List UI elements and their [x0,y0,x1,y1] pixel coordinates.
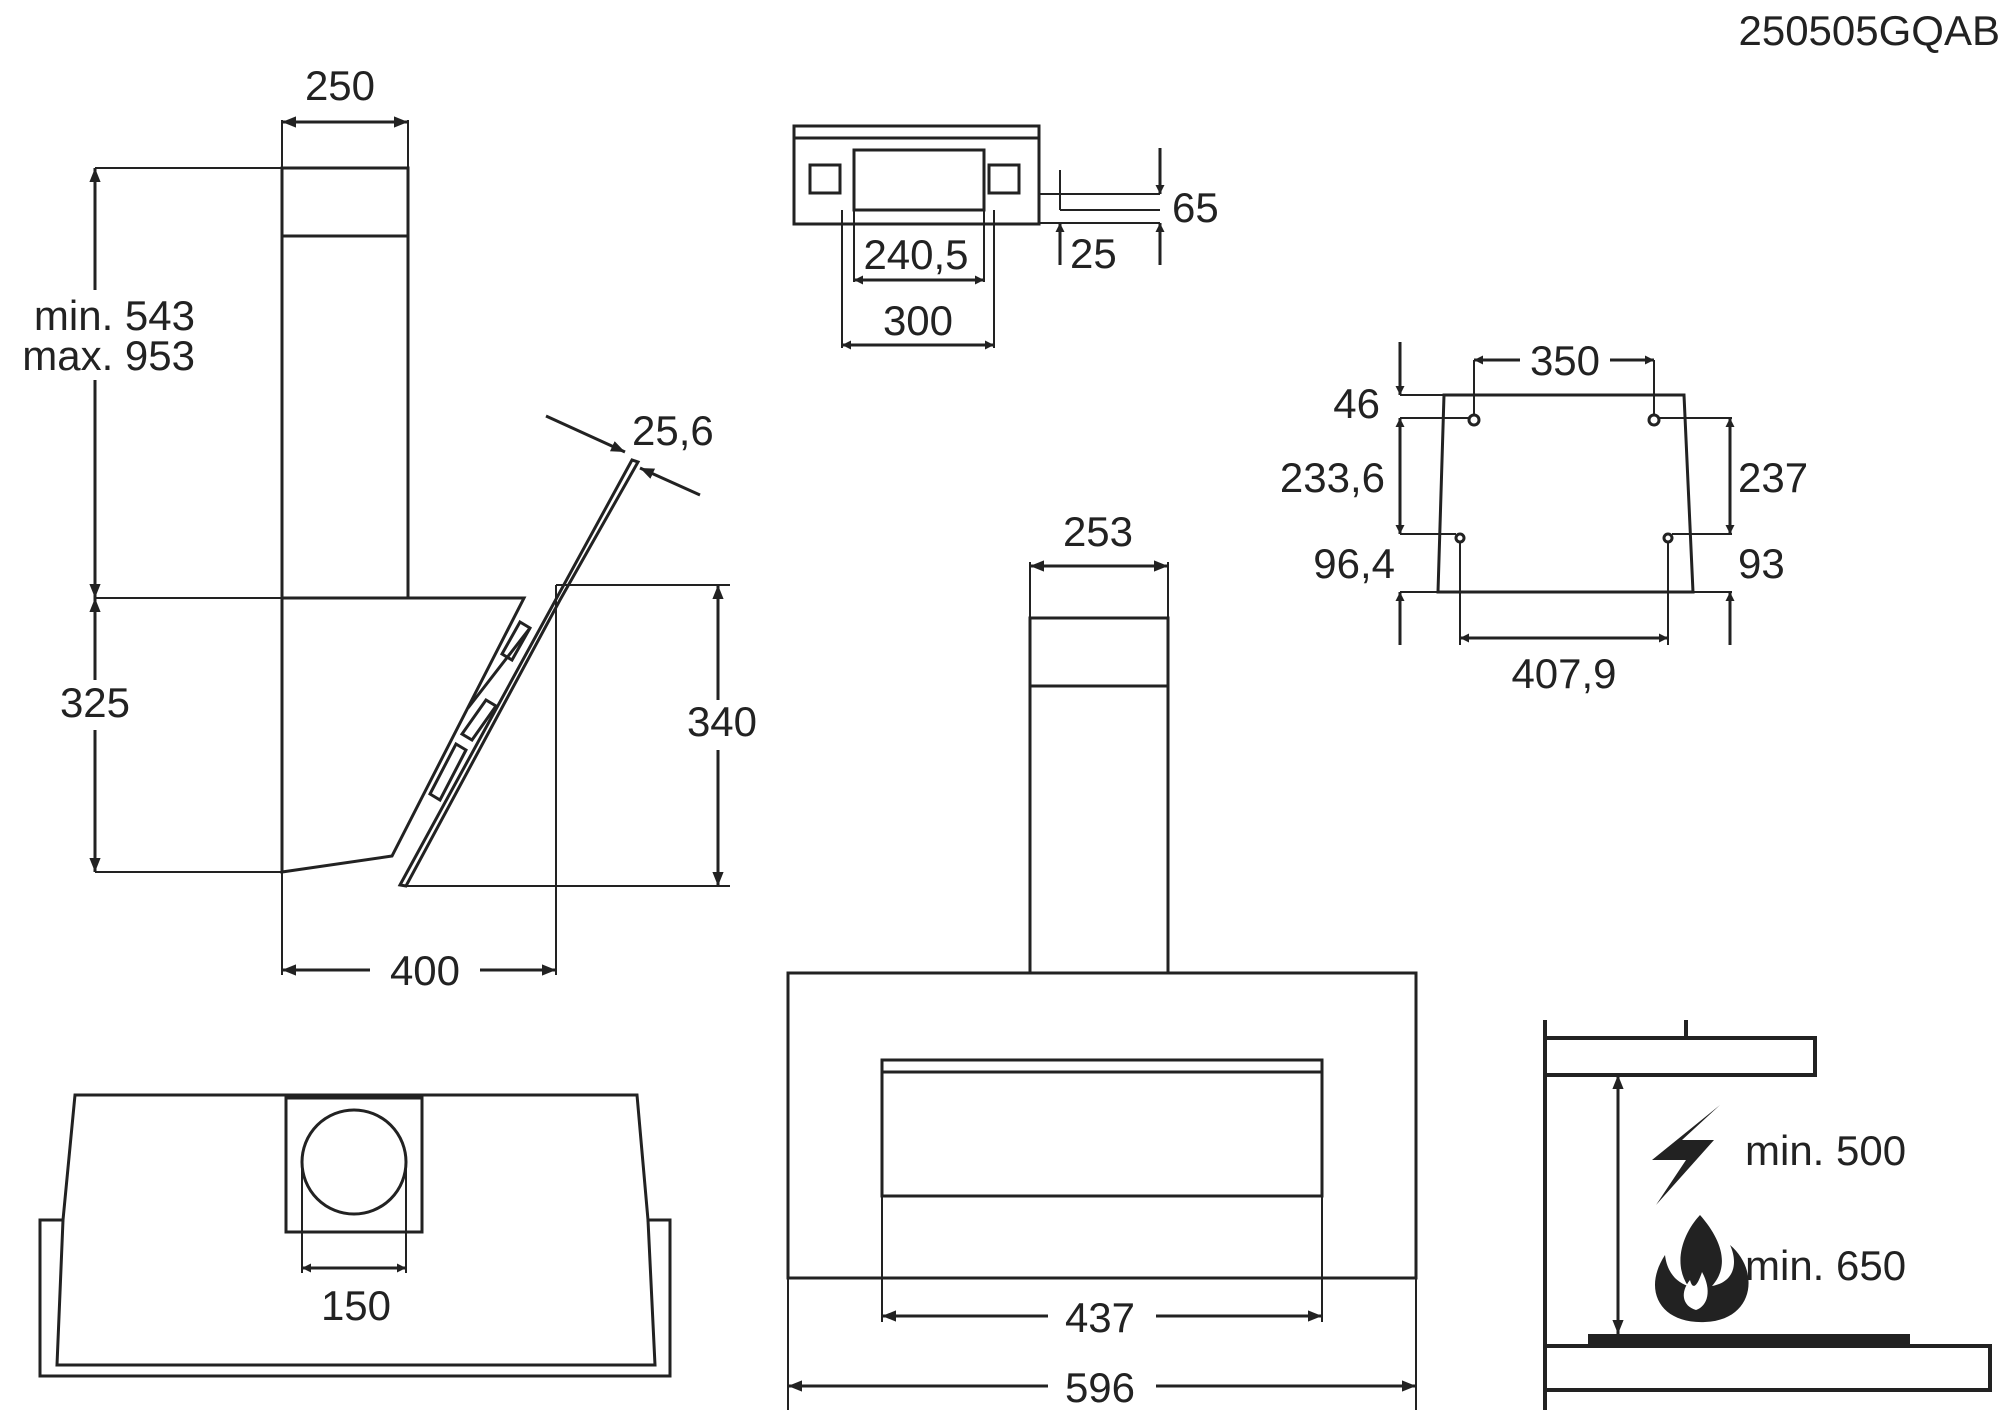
side-chimney-width: 250 [305,62,375,109]
clearance-cooktop [1545,1344,1992,1392]
model-code: 250505GQAB [1738,7,2000,54]
bracket-offset: 25 [1070,230,1117,277]
side-chimney [280,166,410,600]
bracket-height: 65 [1172,184,1219,231]
holes-bottom-spacing: 407,9 [1511,650,1616,697]
outlet-diameter: 150 [321,1282,391,1329]
bracket-inner-width: 240,5 [863,231,968,278]
side-glass-panel [397,458,641,888]
front-hood [786,971,1418,1280]
front-chimney [1028,616,1170,975]
side-glass-height: 340 [687,698,757,745]
side-chimney-max: max. 953 [22,332,195,379]
side-depth: 400 [390,947,460,994]
holes-left-vertical: 233,6 [1280,454,1385,501]
outlet-housing [284,1096,424,1234]
mounting-holes-view: 350 407,9 46 233,6 96,4 237 93 [1280,337,1808,697]
holes-top-spacing: 350 [1530,337,1600,384]
front-panel-width: 437 [1065,1294,1135,1341]
outlet-view: 150 [38,1093,672,1378]
holes-right-vertical: 237 [1738,454,1808,501]
side-hood-height: 325 [60,679,130,726]
front-chimney-width: 253 [1063,508,1133,555]
outlet-opening [300,1108,408,1216]
side-view: 250 min. 543 max. 953 325 340 25,6 400 [10,62,760,995]
clearance-view: min. 500 min. 650 [1543,1020,1992,1410]
side-hood-body [280,596,527,874]
holes-right-bottom: 93 [1738,540,1785,587]
bracket-outline [792,124,1041,226]
holes-top-offset: 46 [1333,380,1380,427]
front-glass-panel [880,1058,1324,1198]
front-total-width: 596 [1065,1364,1135,1411]
clearance-gas: min. 650 [1745,1242,1906,1289]
hood-underside [38,1093,672,1378]
clearance-hood [1545,1036,1817,1077]
bracket-outer-width: 300 [883,297,953,344]
side-chimney-min: min. 543 [34,292,195,339]
holes-left-bottom: 96,4 [1313,540,1395,587]
lightning-icon [1652,1105,1720,1205]
top-bracket-view: 240,5 300 65 25 [792,124,1219,350]
flame-icon [1654,1215,1749,1323]
clearance-electric: min. 500 [1745,1127,1906,1174]
side-glass-thickness: 25,6 [632,407,714,454]
front-view: 253 437 596 [786,508,1418,1412]
